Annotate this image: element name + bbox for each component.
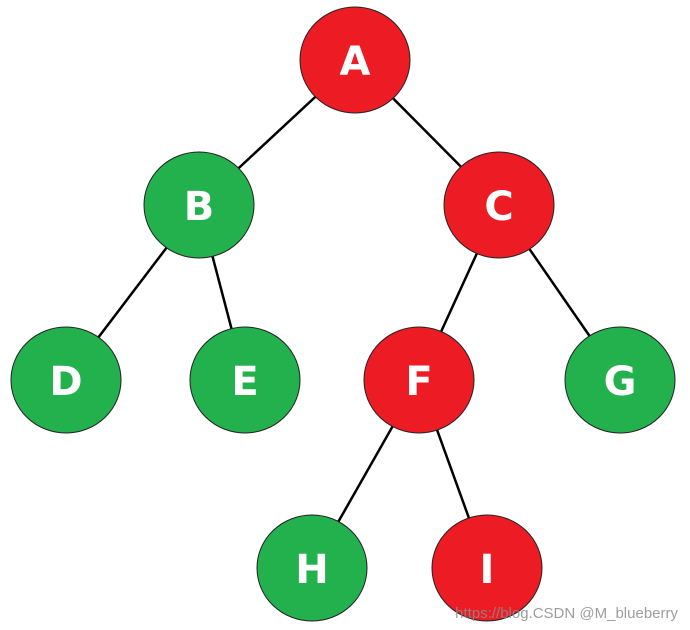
node-a-circle: [299, 6, 411, 114]
node-d-label: D: [49, 359, 82, 405]
node-h: H: [256, 514, 368, 622]
node-d: D: [10, 326, 122, 434]
nodes-layer: A B C D E F G H I: [10, 6, 676, 622]
node-a: A: [299, 6, 411, 114]
node-e-label: E: [231, 359, 258, 405]
node-f: F: [363, 326, 475, 434]
node-g: G: [564, 326, 676, 434]
node-i: I: [431, 514, 543, 622]
node-c-label: C: [484, 184, 513, 230]
node-b-label: B: [184, 184, 215, 230]
node-f-circle: [363, 326, 475, 434]
node-e-circle: [189, 326, 301, 434]
node-i-label: I: [480, 547, 495, 593]
node-e: E: [189, 326, 301, 434]
node-d-circle: [10, 326, 122, 434]
node-b: B: [143, 151, 255, 259]
node-g-circle: [564, 326, 676, 434]
node-c: C: [443, 151, 555, 259]
node-h-label: H: [295, 547, 328, 593]
node-g-label: G: [604, 359, 637, 405]
node-i-circle: [431, 514, 543, 622]
node-b-circle: [143, 151, 255, 259]
node-c-circle: [443, 151, 555, 259]
watermark-text: https://blog.CSDN @M_blueberry: [455, 605, 678, 622]
node-a-label: A: [340, 39, 371, 85]
node-f-label: F: [405, 359, 432, 405]
node-h-circle: [256, 514, 368, 622]
edges-layer: [65, 59, 622, 569]
